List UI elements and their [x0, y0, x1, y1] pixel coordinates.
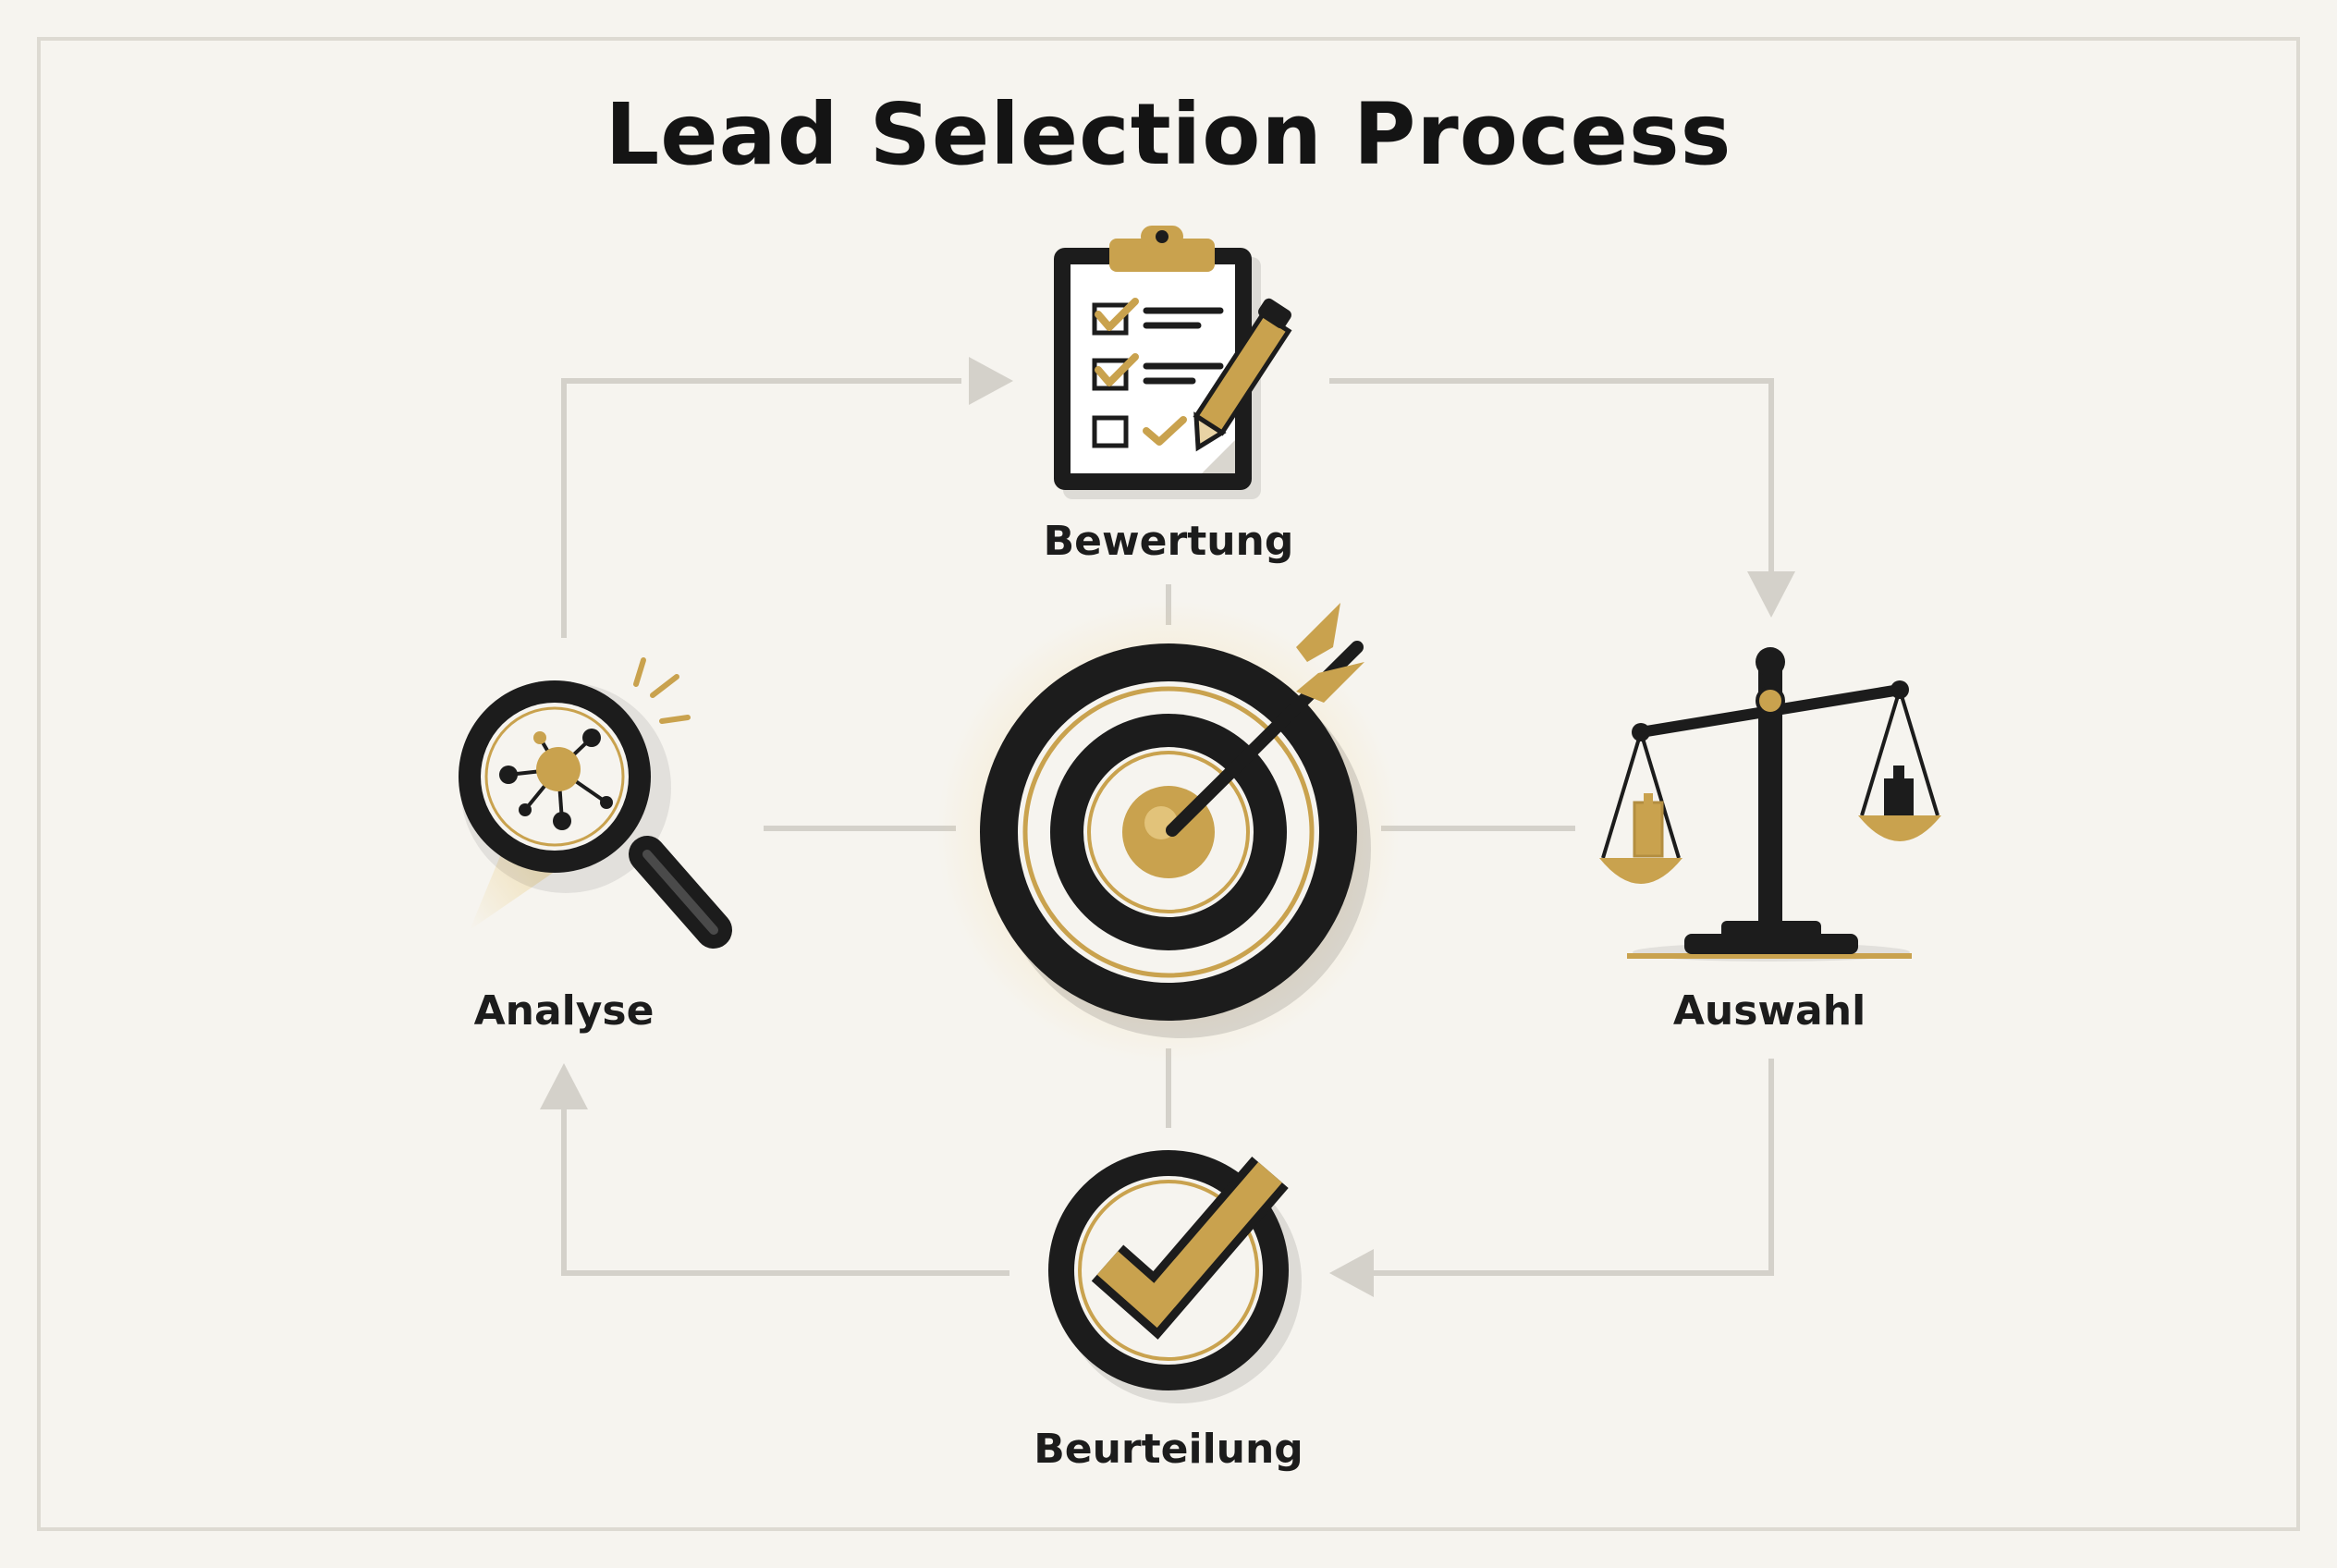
connector-auswahl-to-beurteilung — [1368, 1059, 1774, 1276]
diagram-title: Lead Selection Process — [605, 85, 1732, 184]
cycle-arrowheads — [540, 357, 1795, 1297]
magnifying-glass-icon — [459, 657, 732, 949]
target-icon — [937, 601, 1400, 1063]
step-label-beurteilung: Beurteilung — [1034, 1426, 1303, 1473]
step-label-auswahl: Auswahl — [1672, 987, 1866, 1035]
step-label-analyse: Analyse — [473, 987, 655, 1035]
clipboard-checklist-icon — [1054, 226, 1292, 499]
diagram-frame — [37, 37, 2300, 1531]
balance-scale-icon — [1599, 647, 1941, 962]
arrowhead-down — [1747, 571, 1795, 618]
pen-icon — [1193, 298, 1292, 452]
arrowhead-right — [969, 357, 1013, 405]
connector-bewertung-to-auswahl — [1329, 378, 1774, 581]
arrow-icon — [1166, 603, 1364, 837]
arrowhead-left — [1329, 1249, 1374, 1297]
arrowhead-up — [540, 1063, 588, 1109]
connector-analyse-to-bewertung — [561, 378, 961, 638]
step-label-bewertung: Bewertung — [1043, 518, 1294, 565]
connector-beurteilung-to-analyse — [561, 1100, 1009, 1276]
checkmark-circle-icon — [1048, 1150, 1302, 1403]
cycle-connectors — [561, 378, 1774, 1276]
